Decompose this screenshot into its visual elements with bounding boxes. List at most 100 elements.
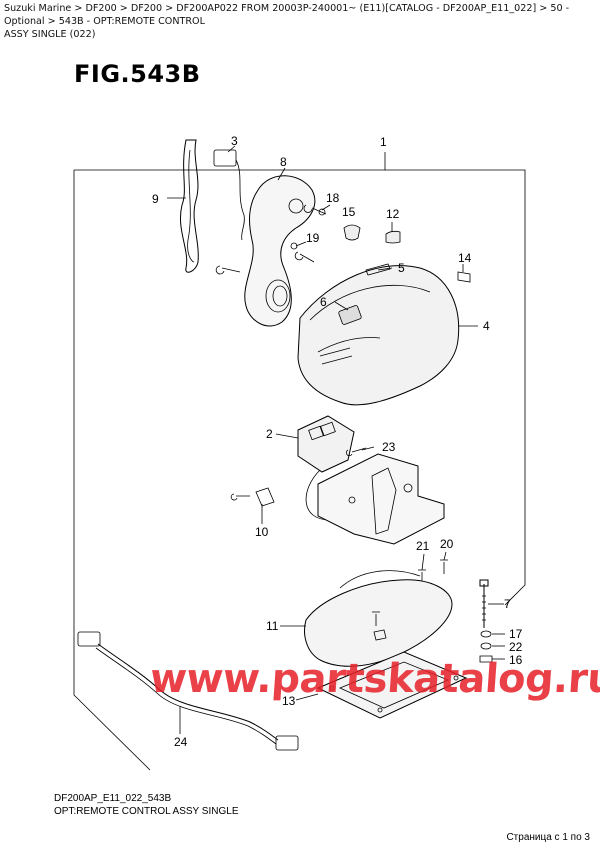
harness-wire [187, 149, 195, 263]
figure-title: OPT:REMOTE CONTROL ASSY SINGLE [54, 806, 239, 817]
leader-line [227, 145, 236, 153]
callout-15[interactable]: 15 [342, 205, 356, 219]
gasket-hole-3 [377, 707, 383, 713]
page-indicator: Страница с 1 по 3 [506, 832, 590, 843]
figure-label: FIG.543B [74, 60, 201, 88]
leader-line [321, 204, 331, 211]
cover-part [297, 265, 460, 406]
housing-screw [372, 611, 380, 626]
pad-part-14 [457, 271, 471, 283]
screw-part-23 [345, 447, 367, 457]
leader-line [295, 693, 319, 701]
breadcrumb-item[interactable]: DF200AP022 FROM 20003P-240001~ (E11)[CAT… [176, 3, 537, 14]
harness-part-24b [95, 647, 277, 745]
breadcrumb-item[interactable]: Suzuki Marine [4, 3, 72, 14]
breadcrumb-item[interactable]: DF200 [85, 3, 117, 14]
connector-part-24b [275, 735, 299, 751]
housing-part [304, 579, 453, 667]
mechanism-part [317, 453, 445, 545]
switch-part [297, 415, 355, 473]
breadcrumb-line-1: Suzuki Marine > DF200 > DF200 > DF200AP0… [4, 2, 596, 28]
mechanism-hole [403, 483, 413, 493]
breadcrumb-separator: > [47, 16, 59, 27]
cover-edge [309, 285, 431, 321]
breadcrumb-line-2[interactable]: ASSY SINGLE (022) [4, 29, 96, 40]
figure-code: DF200AP_E11_022_543B [54, 793, 172, 804]
washer-part [318, 208, 326, 216]
harness-part-24 [97, 643, 279, 741]
breadcrumb-separator: > [119, 3, 131, 14]
callout-6[interactable]: 6 [320, 295, 327, 309]
callout-21[interactable]: 21 [416, 539, 430, 553]
callout-1[interactable]: 1 [380, 135, 387, 149]
mechanism-hole-2 [348, 496, 356, 504]
breadcrumb-separator: > [74, 3, 86, 14]
breadcrumb: Suzuki Marine > DF200 > DF200 > DF200AP0… [4, 2, 596, 41]
gasket-part [316, 651, 468, 719]
clip-part [255, 487, 275, 507]
callout-13[interactable]: 13 [282, 694, 296, 708]
callout-7[interactable]: 7 [504, 597, 511, 611]
bolt-thread [482, 595, 486, 621]
callout-8[interactable]: 8 [280, 155, 287, 169]
bolt-part-7 [479, 579, 489, 628]
connector-wire [235, 159, 245, 241]
callout-19[interactable]: 19 [306, 231, 320, 245]
callout-12[interactable]: 12 [386, 207, 400, 221]
callout-16[interactable]: 16 [509, 653, 523, 667]
nut-part [479, 655, 493, 663]
cover-groove [317, 337, 381, 353]
callout-17[interactable]: 17 [509, 627, 523, 641]
callout-9[interactable]: 9 [152, 192, 159, 206]
callout-3[interactable]: 3 [231, 134, 238, 148]
washer-part-22 [480, 642, 492, 650]
callout-2[interactable]: 2 [266, 427, 273, 441]
gasket-hole-2 [453, 675, 459, 681]
housing-lip [339, 570, 421, 589]
callout-18[interactable]: 18 [326, 191, 340, 205]
breadcrumb-item[interactable]: 543B - OPT:REMOTE CONTROL [58, 16, 205, 27]
mechanism-lever [371, 467, 397, 535]
cover-button [338, 305, 362, 325]
gasket-inner [338, 661, 450, 709]
breadcrumb-item[interactable]: DF200 [130, 3, 163, 14]
screw-part-20 [440, 559, 448, 574]
callout-4[interactable]: 4 [483, 319, 490, 333]
leader-line [377, 267, 393, 271]
switch-button-2 [320, 421, 336, 437]
assembly-frame-right [385, 169, 526, 606]
switch-wire [305, 469, 331, 521]
callout-10[interactable]: 10 [255, 525, 269, 539]
leader-line [421, 553, 425, 571]
callout-22[interactable]: 22 [509, 640, 523, 654]
callout-23[interactable]: 23 [382, 440, 396, 454]
washer-part-17 [480, 630, 492, 638]
connector-part-24a [77, 631, 101, 647]
leader-line [361, 446, 375, 451]
breadcrumb-separator: > [539, 3, 551, 14]
pad-part [385, 230, 401, 244]
callout-5[interactable]: 5 [398, 261, 405, 275]
bracket-part [244, 175, 316, 327]
connector-part [213, 149, 237, 167]
cover-vent [319, 347, 353, 365]
bracket-spline [265, 279, 291, 313]
callout-24[interactable]: 24 [174, 735, 188, 749]
screw-part-10 [230, 493, 250, 501]
callout-11[interactable]: 11 [266, 619, 279, 633]
gasket-hole [329, 685, 335, 691]
screw-part-left [215, 265, 241, 275]
cap-part [343, 224, 361, 241]
callout-20[interactable]: 20 [440, 537, 454, 551]
watermark: www.partskatalog.ru [148, 656, 600, 702]
breadcrumb-separator: > [165, 3, 177, 14]
leader-line [443, 551, 447, 561]
assembly-frame-top [74, 152, 386, 171]
leader-line [275, 433, 299, 439]
breadcrumb-item[interactable]: 50 - Optional [4, 3, 570, 27]
callout-14[interactable]: 14 [458, 251, 472, 265]
assembly-frame [73, 170, 151, 771]
housing-tab [373, 629, 387, 641]
bracket-hole [288, 198, 304, 214]
